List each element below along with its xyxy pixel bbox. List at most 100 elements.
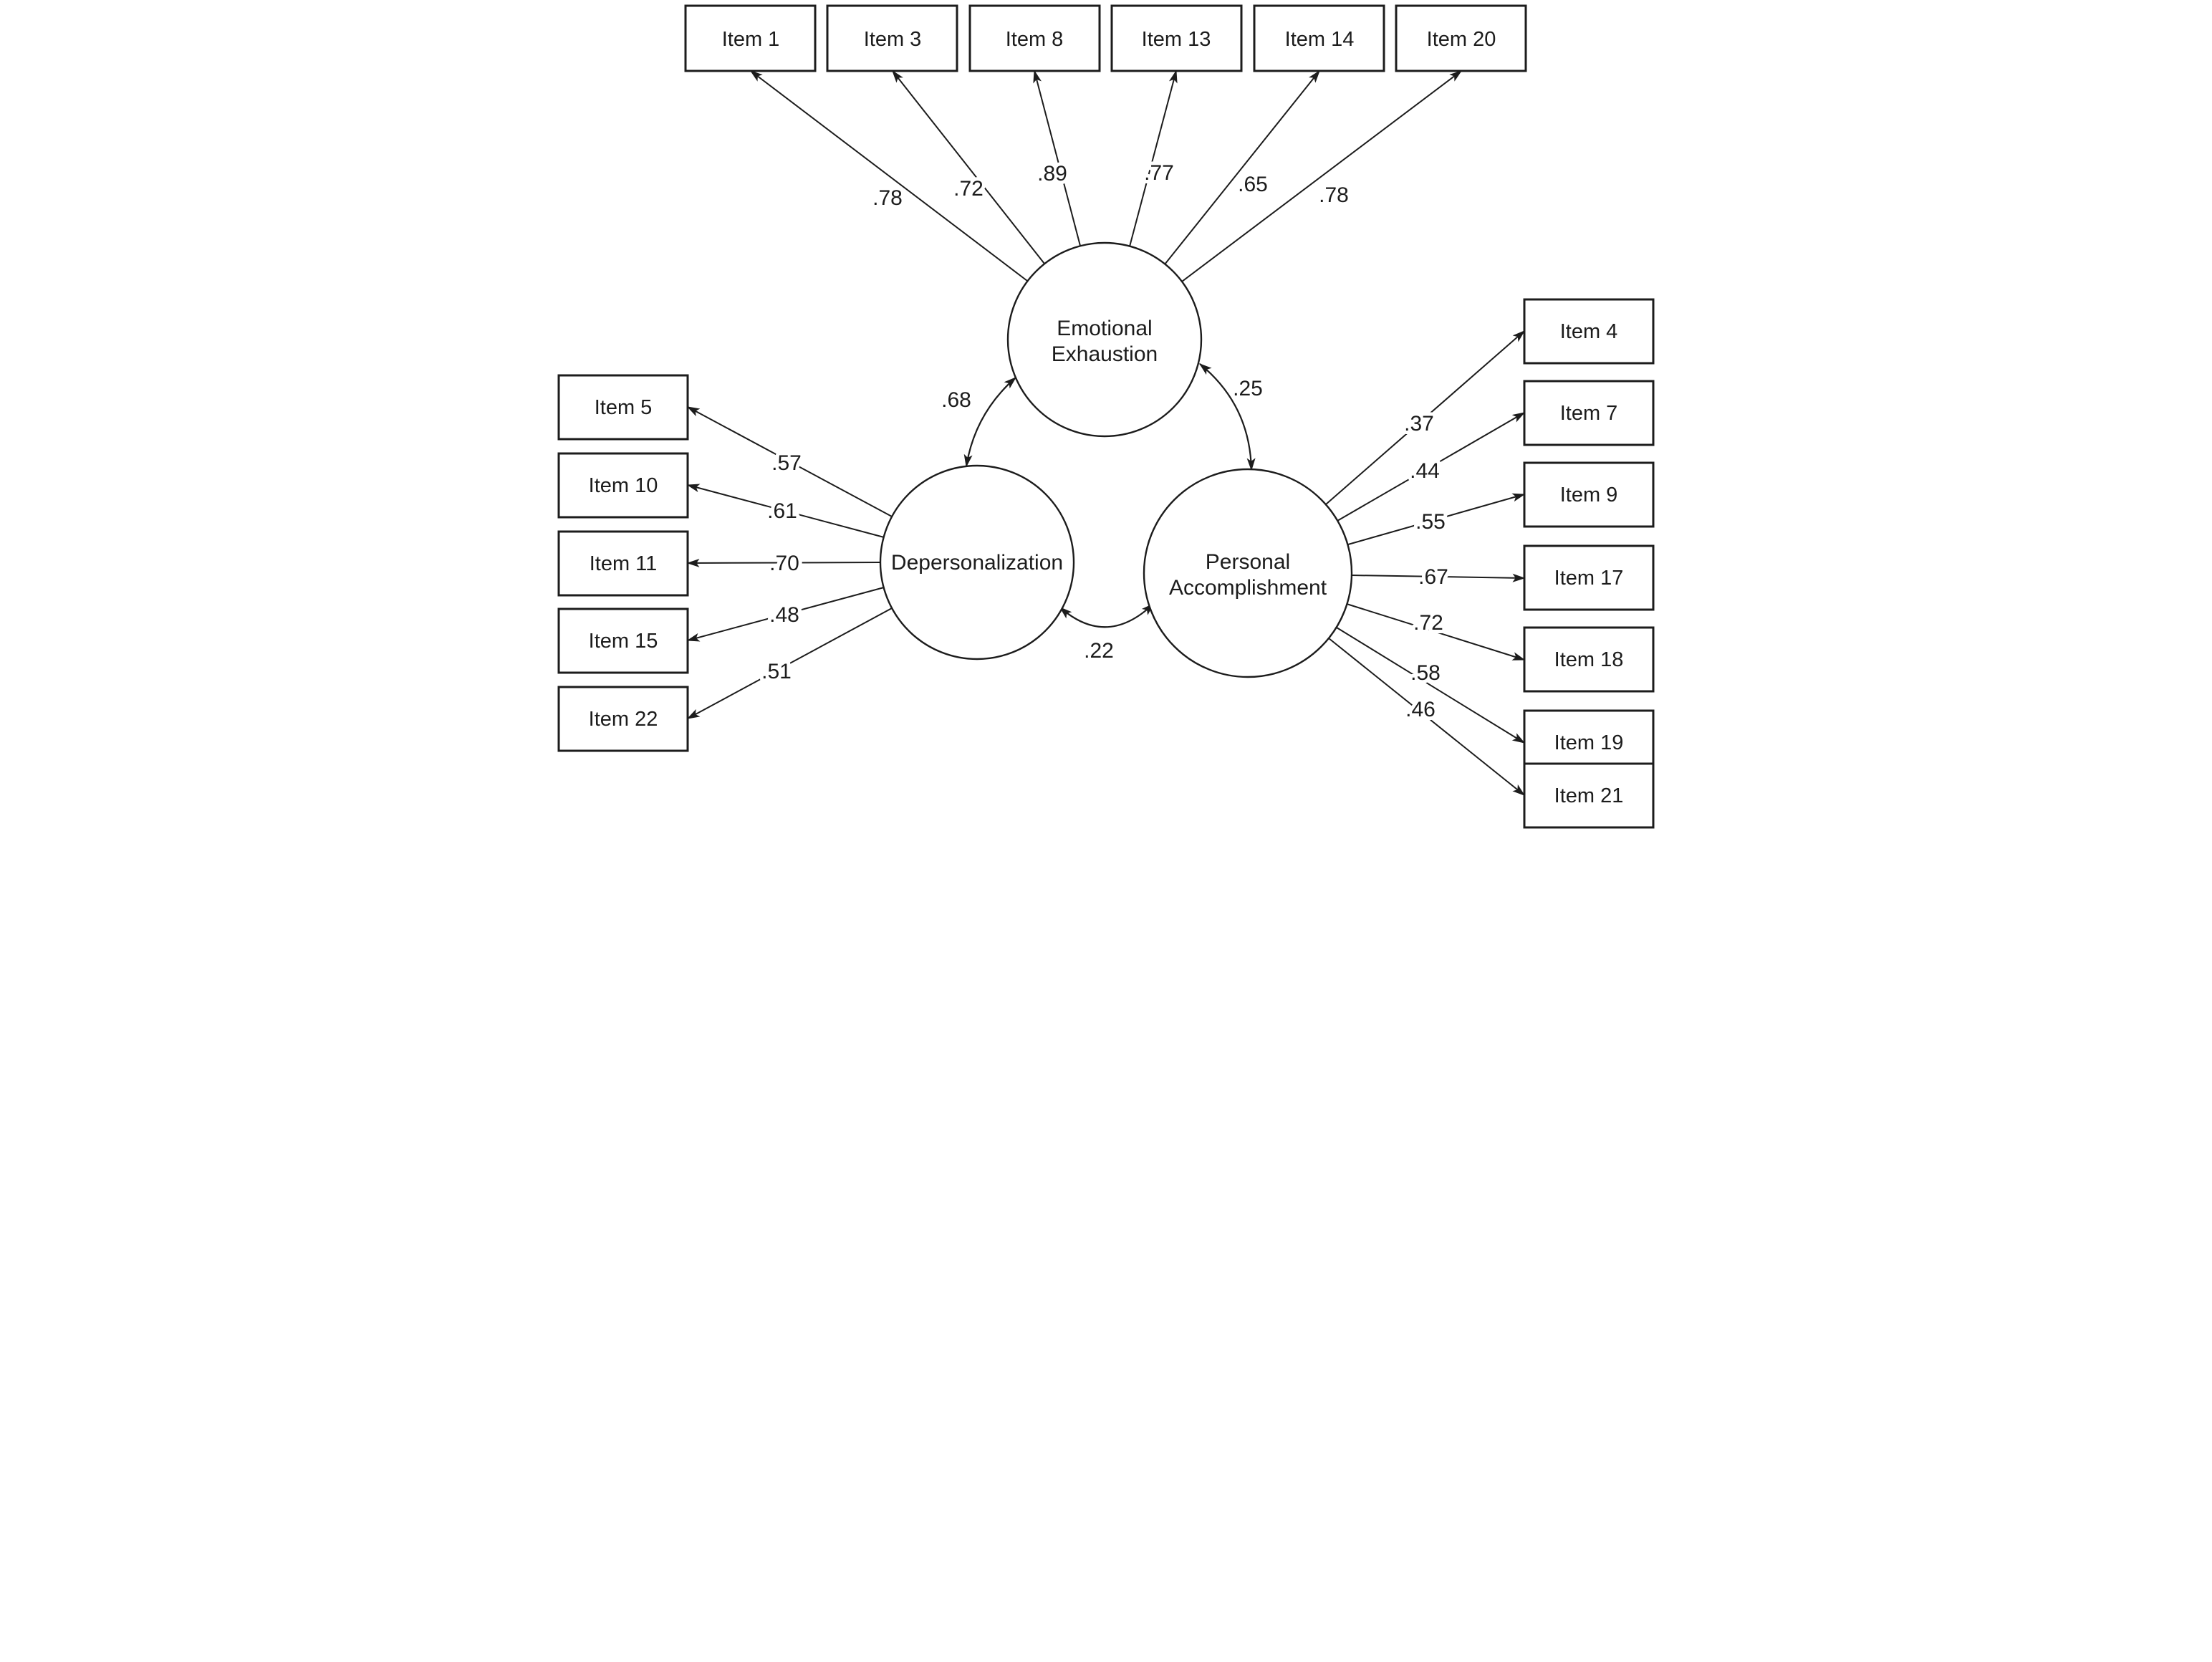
- ee-loading-values: .78 .72 .89 .77 .65 .78: [869, 158, 1352, 213]
- loading-value-dp-item11: .70: [769, 552, 799, 575]
- loading-arrow-pa-item21: [1328, 638, 1526, 796]
- loading-value-ee-item13: .77: [1144, 161, 1174, 185]
- item-box: [1523, 380, 1655, 446]
- item-node-item15: Item 15: [557, 607, 689, 674]
- item-node-item11: Item 11: [557, 530, 689, 597]
- item-label: Item 15: [589, 630, 658, 653]
- loading-arrow-ee-item3: [892, 69, 1045, 264]
- loading-arrow-dp-item15: [686, 587, 885, 642]
- item-box: [1523, 461, 1655, 528]
- loading-value-dp-item15: .48: [769, 603, 799, 627]
- sem-path-diagram: .68 .25 .22 Emotional Exhaustion Deperso…: [553, 0, 1659, 831]
- loading-arrow-ee-item14: [1164, 69, 1320, 265]
- item-node-item13: Item 13: [1110, 4, 1243, 72]
- item-label: Item 19: [1554, 731, 1624, 754]
- loading-arrow-dp-item22: [686, 607, 893, 719]
- item-label: Item 21: [1554, 784, 1624, 807]
- item-node-item1: Item 1: [684, 4, 817, 72]
- item-box: [1523, 544, 1655, 611]
- loading-arrow-pa-item19: [1336, 627, 1526, 744]
- item-label: Item 13: [1142, 28, 1211, 51]
- item-box: [826, 4, 958, 72]
- factor-label-personal: Personal: [1206, 550, 1290, 574]
- factor-depersonalization: Depersonalization: [879, 464, 1075, 661]
- factor-personal-accomplishment: Personal Accomplishment: [1143, 468, 1353, 678]
- item-box: [557, 686, 689, 752]
- item-box: [1395, 4, 1527, 72]
- factor-label-depersonalization: Depersonalization: [891, 551, 1063, 575]
- loading-arrow-dp-item5: [686, 406, 893, 517]
- pa-item-boxes: Item 4 Item 7 Item 9 Item 17 Item 18 Ite…: [1523, 298, 1655, 829]
- factor-correlations: .68 .25 .22: [938, 363, 1266, 666]
- item-box: [557, 374, 689, 441]
- correlation-value-ee-dp: .68: [941, 388, 971, 412]
- item-label: Item 17: [1554, 567, 1624, 590]
- item-node-item21: Item 21: [1523, 762, 1655, 829]
- loading-value-ee-item8: .89: [1037, 162, 1067, 186]
- item-node-item7: Item 7: [1523, 380, 1655, 446]
- factor-label-accomplishment: Accomplishment: [1169, 576, 1327, 600]
- item-box: [968, 4, 1101, 72]
- item-label: Item 20: [1427, 28, 1496, 51]
- item-label: Item 22: [589, 708, 658, 731]
- loading-value-ee-item3: .72: [953, 177, 984, 201]
- item-node-item18: Item 18: [1523, 626, 1655, 693]
- loading-value-pa-item19: .58: [1410, 661, 1441, 685]
- item-node-item8: Item 8: [968, 4, 1101, 72]
- loading-value-pa-item18: .72: [1413, 611, 1443, 635]
- loading-value-ee-item20: .78: [1319, 183, 1349, 207]
- loading-value-pa-item17: .67: [1418, 565, 1448, 589]
- dp-loading-arrows: [686, 406, 893, 719]
- loading-value-pa-item7: .44: [1410, 459, 1440, 483]
- sem-diagram-canvas: .68 .25 .22 Emotional Exhaustion Deperso…: [553, 0, 1659, 831]
- item-box: [1253, 4, 1385, 72]
- item-label: Item 4: [1560, 320, 1618, 343]
- loading-value-dp-item10: .61: [767, 499, 797, 523]
- item-node-item14: Item 14: [1253, 4, 1385, 72]
- correlation-value-ee-pa: .25: [1233, 377, 1263, 400]
- loading-value-pa-item21: .46: [1405, 698, 1436, 721]
- item-label: Item 7: [1560, 402, 1618, 425]
- factor-circle-depersonalization: [879, 464, 1075, 661]
- ee-loading-arrows: [749, 69, 1463, 282]
- item-node-item22: Item 22: [557, 686, 689, 752]
- item-label: Item 8: [1006, 28, 1064, 51]
- item-box: [684, 4, 817, 72]
- factor-circle-personal-accomplishment: [1143, 468, 1353, 678]
- factor-label-exhaustion: Exhaustion: [1052, 342, 1158, 366]
- loading-arrow-ee-item8: [1033, 69, 1081, 246]
- loading-arrow-pa-item4: [1325, 330, 1526, 505]
- item-box: [1523, 298, 1655, 365]
- loading-arrow-pa-item17: [1351, 573, 1526, 582]
- item-node-item5: Item 5: [557, 374, 689, 441]
- pa-loading-values: .37 .44 .55 .67 .72 .58 .46: [1400, 408, 1452, 725]
- loading-value-pa-item4: .37: [1404, 412, 1434, 436]
- item-node-item10: Item 10: [557, 452, 689, 519]
- loading-arrow-ee-item20: [1181, 70, 1463, 282]
- loading-value-ee-item1: .78: [872, 186, 903, 210]
- loading-arrow-pa-item18: [1346, 603, 1526, 661]
- factor-circle-emotional-exhaustion: [1006, 241, 1203, 438]
- loading-arrow-dp-item11: [686, 558, 881, 567]
- item-box: [1523, 762, 1655, 829]
- loading-value-dp-item22: .51: [761, 660, 792, 683]
- item-node-item20: Item 20: [1395, 4, 1527, 72]
- item-label: Item 1: [722, 28, 780, 51]
- loading-value-pa-item9: .55: [1415, 510, 1446, 534]
- item-box: [557, 530, 689, 597]
- item-label: Item 10: [589, 474, 658, 497]
- item-label: Item 18: [1554, 648, 1624, 671]
- item-label: Item 3: [864, 28, 922, 51]
- loading-arrow-ee-item13: [1129, 69, 1178, 247]
- loading-arrow-dp-item10: [686, 484, 885, 538]
- item-box: [1110, 4, 1243, 72]
- item-label: Item 14: [1285, 28, 1355, 51]
- dp-item-boxes: Item 5 Item 10 Item 11 Item 15 Item 22: [557, 374, 689, 752]
- loading-arrow-pa-item9: [1347, 493, 1526, 545]
- correlation-arrow-dp-pa: [1059, 602, 1155, 628]
- item-box: [1523, 626, 1655, 693]
- ee-item-boxes: Item 1 Item 3 Item 8 Item 13 Item 14 Ite…: [684, 4, 1527, 72]
- correlation-arrow-ee-pa: [1198, 363, 1256, 471]
- loading-value-dp-item5: .57: [771, 451, 802, 475]
- loading-arrow-ee-item1: [749, 70, 1028, 282]
